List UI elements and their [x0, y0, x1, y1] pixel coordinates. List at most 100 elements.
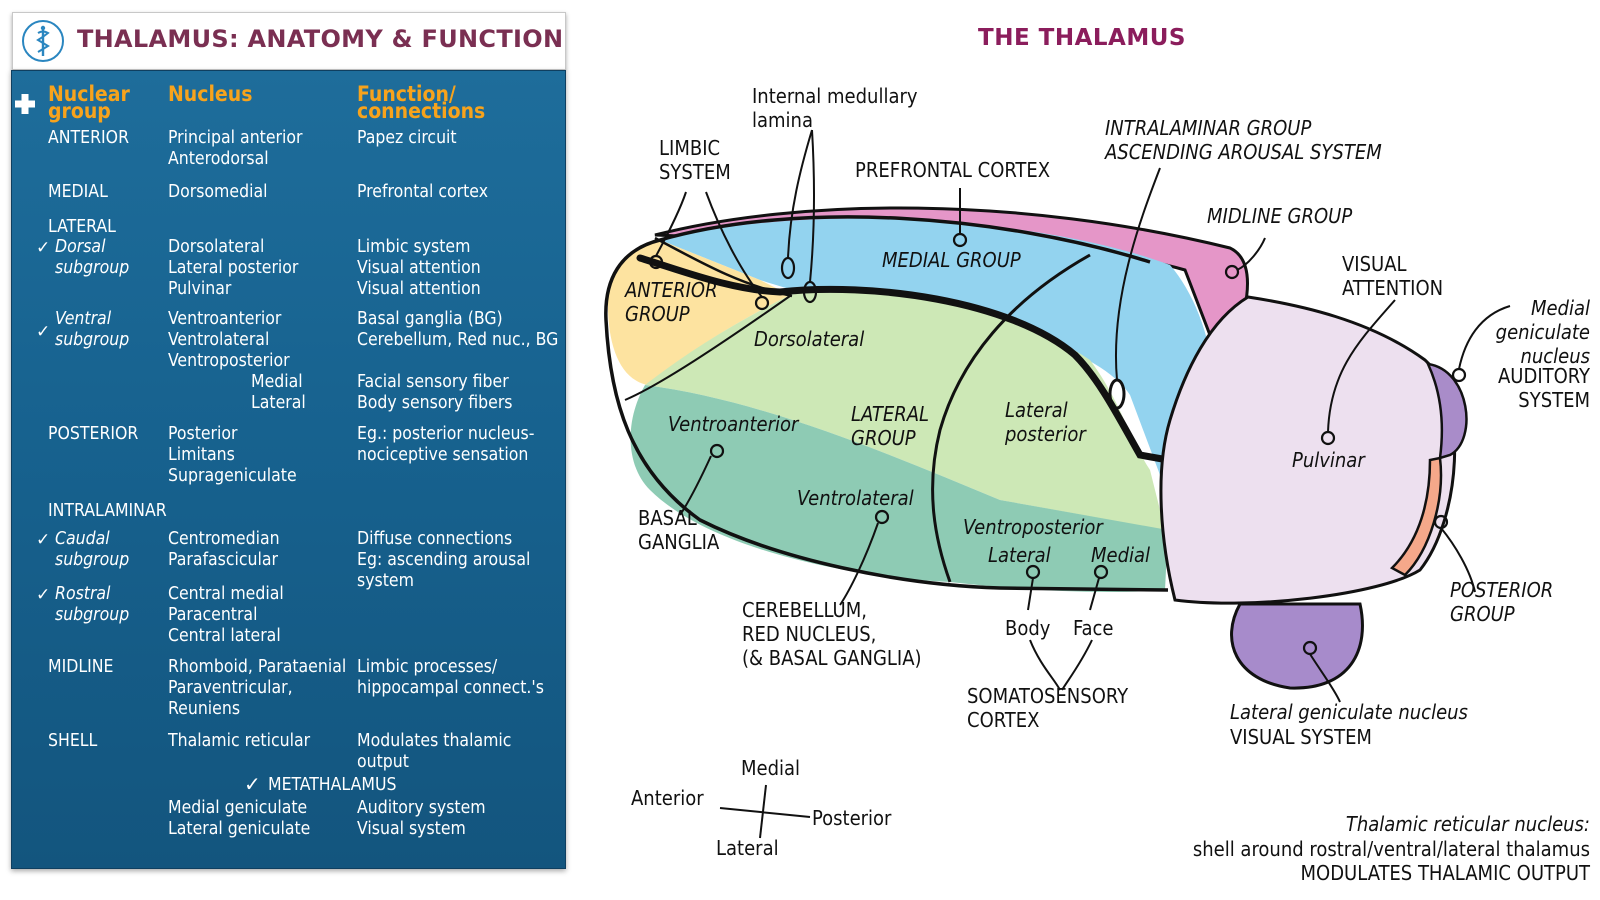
- diagram-title: THE THALAMUS: [978, 25, 1186, 51]
- medical-caduceus-logo-icon: [22, 20, 64, 62]
- pointer-ring: [709, 443, 725, 459]
- row-nucleus: Centromedian Parafascicular: [168, 529, 280, 570]
- label-auditory-system: AUDITORY SYSTEM: [1498, 364, 1590, 412]
- row-function: Modulates thalamic output: [357, 731, 512, 772]
- compass-anterior: Anterior: [631, 786, 704, 810]
- compass-posterior: Posterior: [812, 806, 892, 830]
- label-internal-medullary-lamina: Internal medullary lamina: [752, 84, 918, 132]
- pointer-ring: [1451, 367, 1467, 383]
- label-intralaminar-group: INTRALAMINAR GROUP ASCENDING AROUSAL SYS…: [1105, 116, 1382, 164]
- label-medial-group: MEDIAL GROUP: [882, 248, 1021, 272]
- row-function: Limbic system Visual attention Visual at…: [357, 237, 481, 299]
- leader-line: [1027, 577, 1034, 611]
- label-prefrontal-cortex: PREFRONTAL CORTEX: [855, 158, 1051, 182]
- page-title: THALAMUS: ANATOMY & FUNCTION: [77, 25, 564, 53]
- leader-line: [1236, 237, 1266, 271]
- label-vp-lateral: Lateral: [988, 543, 1051, 567]
- leader-line: [1029, 639, 1061, 691]
- label-ventroposterior: Ventroposterior: [963, 515, 1103, 539]
- pointer-ring: [874, 509, 890, 525]
- checkmark-icon: ✓: [36, 322, 51, 342]
- row-nucleus: Rhomboid, Parataenial Paraventricular, R…: [168, 657, 347, 719]
- lateral-geniculate-region: [1230, 602, 1364, 690]
- footnote-title: Thalamic reticular nucleus:: [1345, 812, 1590, 836]
- internal-medullary-lamina: [636, 254, 1172, 464]
- label-dorsolateral: Dorsolateral: [754, 327, 865, 351]
- pulvinar-region: [1159, 295, 1457, 605]
- label-midline-group: MIDLINE GROUP: [1207, 204, 1353, 228]
- label-somatosensory-cortex: SOMATOSENSORY CORTEX: [967, 684, 1129, 732]
- row-group: INTRALAMINAR: [48, 501, 167, 521]
- row-function: Prefrontal cortex: [357, 182, 489, 202]
- row-group: Caudal subgroup: [55, 529, 130, 570]
- row-nucleus: Principal anterior Anterodorsal: [168, 128, 303, 169]
- label-anterior-group: ANTERIOR GROUP: [625, 278, 718, 326]
- pointer-ring: [1108, 378, 1126, 410]
- row-group: ANTERIOR: [48, 128, 130, 148]
- label-limbic-system: LIMBIC SYSTEM: [659, 136, 731, 184]
- row-function: Limbic processes/ hippocampal connect.'s: [357, 657, 544, 698]
- label-body: Body: [1005, 616, 1051, 640]
- label-face: Face: [1073, 616, 1114, 640]
- row-nucleus: Medial Lateral: [251, 372, 306, 413]
- header-nucleus: Nucleus: [168, 82, 253, 106]
- label-pulvinar: Pulvinar: [1292, 448, 1365, 472]
- leader-line: [1458, 305, 1511, 370]
- compass-lateral: Lateral: [716, 836, 779, 860]
- leader-line: [787, 129, 813, 259]
- row-group: Ventral subgroup: [55, 309, 130, 350]
- label-visual-attention: VISUAL ATTENTION: [1342, 252, 1444, 300]
- dorsolateral-region: [645, 288, 1165, 530]
- plus-icon: [15, 94, 35, 114]
- row-group: MIDLINE: [48, 657, 114, 677]
- label-lateral-geniculate: Lateral geniculate nucleus: [1230, 700, 1468, 724]
- label-lateral-group: LATERAL GROUP: [851, 402, 930, 450]
- posterior-group-region: [1389, 456, 1443, 577]
- row-function: Auditory system Visual system: [357, 798, 486, 839]
- row-group: MEDIAL: [48, 182, 108, 202]
- row-group: Dorsal subgroup: [55, 237, 130, 278]
- row-group: SHELL: [48, 731, 98, 751]
- label-medial-geniculate: Medial geniculate nucleus: [1495, 296, 1590, 368]
- checkmark-icon: ✓: [36, 585, 51, 605]
- leader-line: [679, 455, 712, 516]
- nuclear-group-table: [11, 70, 566, 869]
- row-nucleus: Ventroanterior Ventrolateral Ventroposte…: [168, 309, 290, 371]
- row-nucleus: Thalamic reticular: [168, 731, 311, 751]
- leader-line: [809, 129, 816, 283]
- medial-geniculate-region: [1425, 362, 1468, 460]
- label-basal-ganglia: BASAL GANGLIA: [638, 506, 720, 554]
- row-nucleus: Central medial Paracentral Central later…: [168, 584, 284, 646]
- leader-line: [1089, 577, 1100, 611]
- anterior-group-region: [607, 240, 790, 385]
- row-nucleus: Dorsolateral Lateral posterior Pulvinar: [168, 237, 299, 299]
- medial-group-region: [660, 218, 1216, 475]
- header-function: Function/ connections: [357, 82, 486, 123]
- row-nucleus: Medial geniculate Lateral geniculate: [168, 798, 311, 839]
- leader-line: [705, 191, 763, 298]
- pointer-ring: [1093, 564, 1109, 580]
- row-function: Eg.: posterior nucleus- nociceptive sens…: [357, 424, 535, 465]
- leader-line: [1115, 167, 1161, 381]
- leader-line: [655, 191, 687, 257]
- label-posterior-group: POSTERIOR GROUP: [1450, 578, 1554, 626]
- row-function: Papez circuit: [357, 128, 457, 148]
- row-function: Diffuse connections Eg: ascending arousa…: [357, 529, 531, 591]
- label-lateral-posterior: Lateral posterior: [1005, 398, 1086, 446]
- label-vp-medial: Medial: [1091, 543, 1151, 567]
- row-nucleus: Posterior Limitans Suprageniculate: [168, 424, 297, 486]
- ventral-group-region: [630, 385, 1168, 593]
- pointer-ring: [648, 254, 664, 270]
- row-function: Basal ganglia (BG) Cerebellum, Red nuc.,…: [357, 309, 559, 350]
- row-group: LATERAL: [48, 217, 116, 237]
- orientation-compass: [719, 784, 811, 839]
- label-ventroanterior: Ventroanterior: [668, 412, 799, 436]
- footnote-line: shell around rostral/ventral/lateral tha…: [1192, 837, 1590, 861]
- compass-medial: Medial: [741, 756, 801, 780]
- row-group: POSTERIOR: [48, 424, 139, 444]
- label-visual-system: VISUAL SYSTEM: [1230, 725, 1372, 749]
- leader-line: [1327, 299, 1396, 433]
- row-group: Rostral subgroup: [55, 584, 130, 625]
- checkmark-icon: ✓: [36, 530, 51, 550]
- checkmark-icon: ✓: [244, 772, 261, 796]
